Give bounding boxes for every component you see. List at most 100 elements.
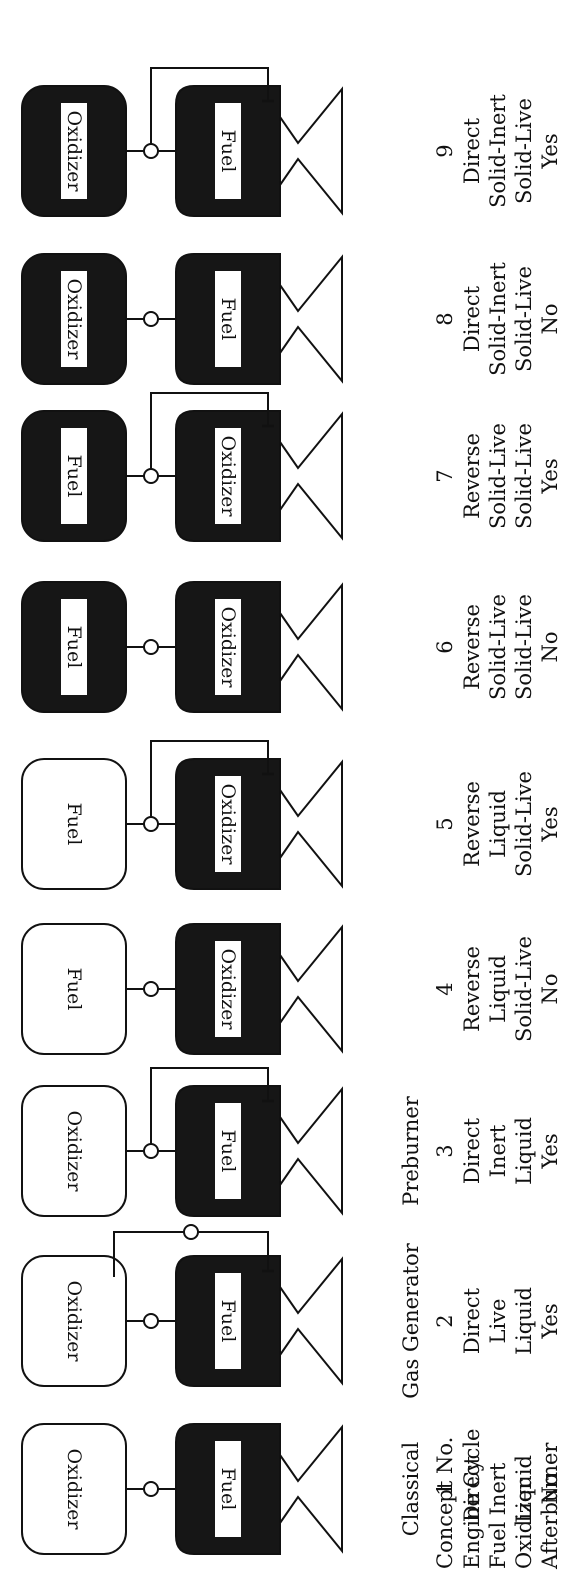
concept-cycle-label: Direct — [460, 1117, 484, 1184]
bottom-tank: Oxidizer — [175, 758, 281, 890]
concept-name-label: Gas Generator — [399, 1242, 423, 1399]
concept-fuel-label: Inert — [486, 1124, 510, 1177]
nozzle-icon — [279, 582, 343, 712]
concept-cycle-label: Direct — [460, 117, 484, 184]
grain-port — [215, 271, 241, 367]
valve-icon — [143, 1313, 159, 1329]
concept-cycle-label: Reverse — [460, 433, 484, 519]
tank-label: Oxidizer — [217, 949, 239, 1031]
afterburner-line — [150, 740, 269, 817]
afterburner-line — [150, 392, 269, 469]
row-label: Concept No. — [433, 1437, 457, 1569]
grain-port — [215, 1273, 241, 1369]
concept-oxidizer-label: Solid-Live — [512, 423, 536, 529]
concept-fuel-label: Solid-Live — [486, 423, 510, 529]
concept-no-label: 2 — [433, 1314, 457, 1327]
row-label: Engine Cycle — [460, 1429, 484, 1569]
top-tank: Oxidizer — [21, 1423, 127, 1555]
concept-no-label: 1 — [433, 1482, 457, 1495]
valve-icon — [143, 1143, 159, 1159]
tank-label: Fuel — [217, 1300, 239, 1343]
tank-label: Oxidizer — [63, 1449, 85, 1531]
row-label: Afterburner — [538, 1442, 562, 1570]
valve-icon — [183, 1224, 199, 1240]
top-tank: Fuel — [21, 410, 127, 542]
nozzle-icon — [279, 86, 343, 216]
bottom-tank: Fuel — [175, 1255, 281, 1387]
concept-fuel-label: Live — [486, 1299, 510, 1344]
valve-icon — [143, 639, 159, 655]
concept-oxidizer-label: Solid-Live — [512, 936, 536, 1042]
valve-icon — [143, 468, 159, 484]
nozzle-icon — [279, 924, 343, 1054]
top-tank: Fuel — [21, 758, 127, 890]
valve-icon — [143, 981, 159, 997]
concept-no-label: 9 — [433, 144, 457, 157]
grain-port — [215, 941, 241, 1037]
concept-cycle-label: Direct — [460, 285, 484, 352]
tank-label: Oxidizer — [63, 111, 85, 193]
concept-afterburner-label: No — [538, 631, 562, 662]
concept-fuel-label: Solid-Live — [486, 594, 510, 700]
grain-port — [215, 428, 241, 524]
top-tank: Oxidizer — [21, 1255, 127, 1387]
nozzle-icon — [279, 411, 343, 541]
tank-label: Fuel — [63, 626, 85, 669]
concept-name-label: Preburner — [399, 1095, 423, 1206]
concept-afterburner-label: Yes — [538, 1133, 562, 1169]
valve-icon — [143, 311, 159, 327]
concept-afterburner-label: No — [538, 303, 562, 334]
concept-no-label: 6 — [433, 640, 457, 653]
afterburner-line — [150, 1067, 269, 1144]
nozzle-icon — [279, 1086, 343, 1216]
bottom-tank: Fuel — [175, 1085, 281, 1217]
grain-port — [61, 103, 87, 199]
concept-oxidizer-label: Liquid — [512, 1287, 536, 1355]
concept-oxidizer-label: Liquid — [512, 1455, 536, 1523]
top-tank: Fuel — [21, 581, 127, 713]
concept-no-label: 8 — [433, 312, 457, 325]
tank-label: Oxidizer — [63, 1281, 85, 1363]
tank-label: Oxidizer — [217, 436, 239, 518]
concept-oxidizer-label: Solid-Live — [512, 771, 536, 877]
concept-cycle-label: Direct — [460, 1287, 484, 1354]
bottom-tank: Oxidizer — [175, 410, 281, 542]
concept-cycle-label: Reverse — [460, 946, 484, 1032]
concept-fuel-label: Liquid — [486, 955, 510, 1023]
tank-label: Fuel — [63, 803, 85, 846]
concept-no-label: 4 — [433, 982, 457, 995]
bottom-tank: Fuel — [175, 1423, 281, 1555]
bottom-tank: Oxidizer — [175, 581, 281, 713]
concept-no-label: 3 — [433, 1144, 457, 1157]
grain-port — [215, 1441, 241, 1537]
concept-no-label: 7 — [433, 469, 457, 482]
top-tank: Oxidizer — [21, 1085, 127, 1217]
concept-afterburner-label: Yes — [538, 133, 562, 169]
concept-cycle-label: Direct — [460, 1455, 484, 1522]
tank-label: Fuel — [63, 968, 85, 1011]
valve-icon — [143, 816, 159, 832]
afterburner-line — [150, 67, 269, 144]
top-tank: Oxidizer — [21, 85, 127, 217]
tank-label: Oxidizer — [63, 1111, 85, 1193]
grain-port — [215, 1103, 241, 1199]
concept-fuel-label: Solid-Inert — [486, 94, 510, 208]
tank-label: Fuel — [217, 130, 239, 173]
concept-afterburner-label: No — [538, 1473, 562, 1504]
concept-oxidizer-label: Solid-Live — [512, 266, 536, 372]
tank-label: Fuel — [217, 298, 239, 341]
concept-afterburner-label: Yes — [538, 458, 562, 494]
concept-name-label: Classical — [399, 1441, 423, 1536]
nozzle-icon — [279, 759, 343, 889]
tank-label: Oxidizer — [217, 607, 239, 689]
